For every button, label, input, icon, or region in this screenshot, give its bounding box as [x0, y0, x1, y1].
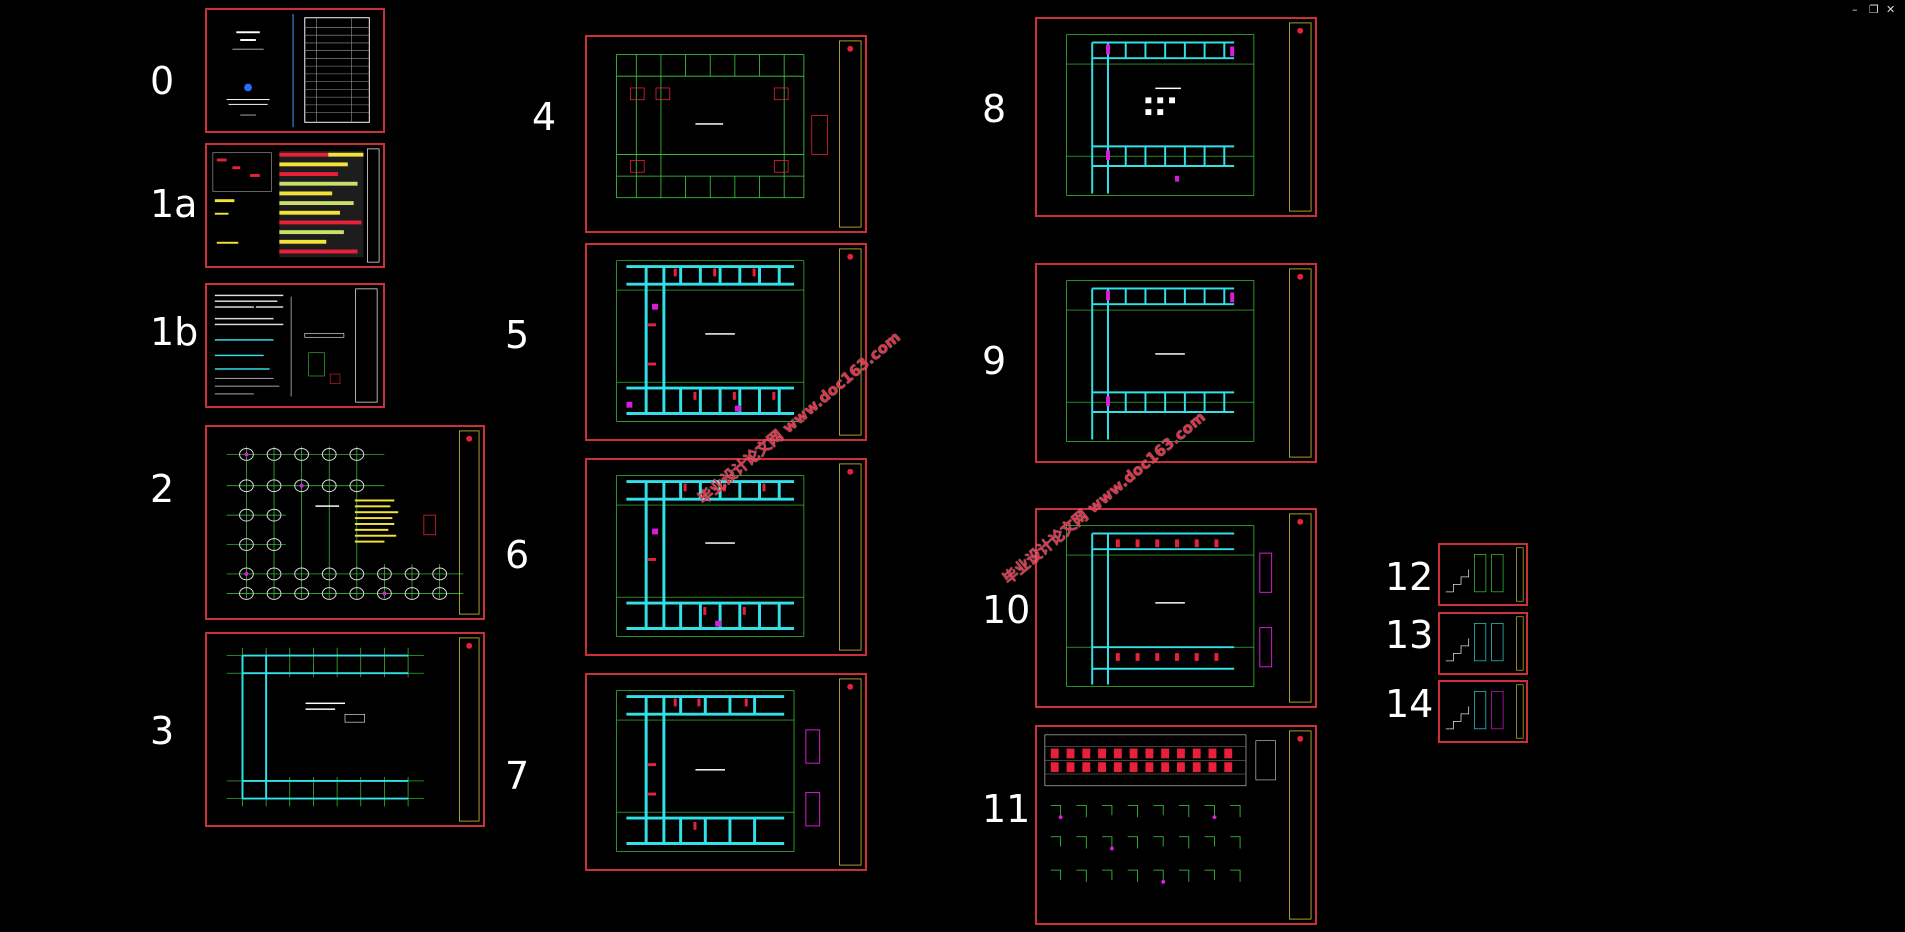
sheet-label-1b: 1b: [150, 310, 199, 354]
drawing-sheet-14[interactable]: [1438, 680, 1528, 743]
sheet-label-13: 13: [1385, 613, 1434, 657]
sheet-label-12: 12: [1385, 555, 1434, 599]
sheet-label-11: 11: [982, 787, 1031, 831]
drawing-sheet-5[interactable]: [585, 243, 867, 441]
drawing-sheet-3[interactable]: [205, 632, 485, 827]
drawing-sheet-4[interactable]: [585, 35, 867, 233]
drawing-sheet-6[interactable]: [585, 458, 867, 656]
drawing-sheet-12[interactable]: [1438, 543, 1528, 606]
drawing-sheet-8[interactable]: [1035, 17, 1317, 217]
sheet-label-3: 3: [150, 709, 175, 753]
sheet-label-1a: 1a: [150, 182, 198, 226]
sheet-label-6: 6: [505, 533, 530, 577]
drawing-sheet-0[interactable]: [205, 8, 385, 133]
sheet-label-10: 10: [982, 588, 1031, 632]
sheet-label-5: 5: [505, 313, 530, 357]
sheet-label-7: 7: [505, 754, 530, 798]
sheet-label-14: 14: [1385, 682, 1434, 726]
drawing-sheet-1a[interactable]: [205, 143, 385, 268]
drawing-sheet-2[interactable]: [205, 425, 485, 620]
drawing-sheet-9[interactable]: [1035, 263, 1317, 463]
drawing-sheet-13[interactable]: [1438, 612, 1528, 675]
minimize-icon[interactable]: –: [1852, 3, 1858, 16]
close-icon[interactable]: ✕: [1886, 3, 1896, 16]
drawing-sheet-1b[interactable]: [205, 283, 385, 408]
drawing-sheet-11[interactable]: [1035, 725, 1317, 925]
restore-icon[interactable]: ❐: [1869, 3, 1879, 16]
sheet-label-8: 8: [982, 87, 1007, 131]
drawing-sheet-7[interactable]: [585, 673, 867, 871]
sheet-label-9: 9: [982, 339, 1007, 383]
sheet-label-4: 4: [532, 95, 557, 139]
sheet-label-2: 2: [150, 467, 175, 511]
drawing-sheet-10[interactable]: [1035, 508, 1317, 708]
sheet-label-0: 0: [150, 59, 175, 103]
